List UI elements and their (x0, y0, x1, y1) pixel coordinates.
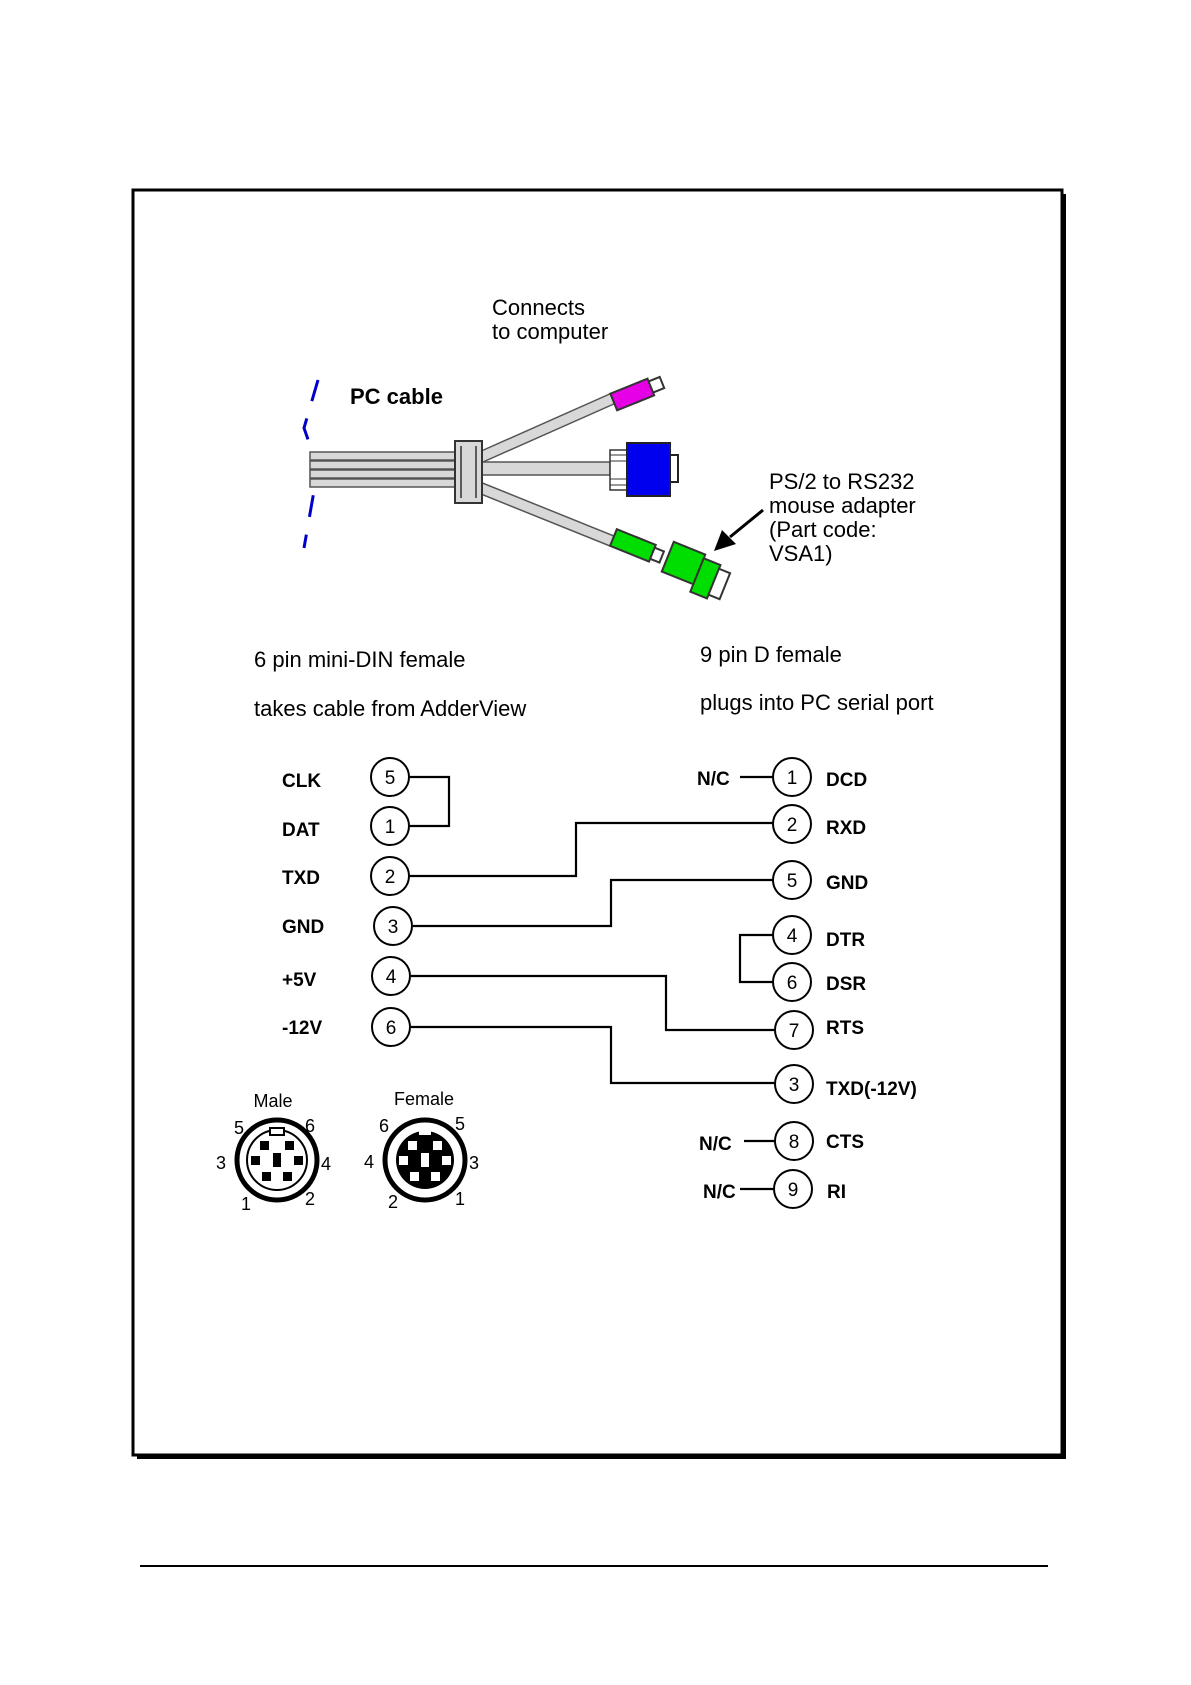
nc-label-pin8: N/C (699, 1134, 732, 1155)
wire-clk-dat-loop (409, 775, 451, 828)
right-pin-circle (774, 1121, 814, 1161)
left-pin-number: 6 (386, 1018, 397, 1039)
blue-vga-plug (609, 442, 679, 497)
cable-clamp (454, 440, 483, 504)
male-pin-number: 3 (216, 1153, 226, 1173)
female-pin-number: 4 (364, 1152, 374, 1172)
male-pin-number: 4 (321, 1154, 331, 1174)
right-pin-label: CTS (826, 1132, 864, 1153)
right-pin-circle (773, 1169, 813, 1209)
connects-label-line1: Connects (492, 295, 585, 320)
female-din-view: Female 6 5 4 3 2 1 (364, 1089, 479, 1212)
ps2-rs232-adapter (660, 540, 732, 601)
right-connector-title: 9 pin D female (700, 642, 842, 667)
left-pin-number: 2 (385, 867, 396, 888)
left-pin-label: CLK (282, 771, 321, 792)
nc-label-pin9: N/C (703, 1182, 736, 1203)
right-pin-number: 1 (787, 768, 798, 789)
right-pin-label: TXD(-12V) (826, 1079, 917, 1100)
wiring (409, 775, 777, 1191)
left-pin-number: 3 (388, 917, 399, 938)
right-pin-label: RXD (826, 818, 866, 839)
main-cable (309, 451, 471, 488)
left-pin-label: GND (282, 917, 324, 938)
right-pin-number: 5 (787, 871, 798, 892)
wire-12v-txd (411, 1025, 777, 1085)
adapter-label-line2: mouse adapter (769, 493, 916, 518)
left-pin-label: TXD (282, 868, 320, 889)
wire-dtr-dsr-loop (738, 933, 773, 984)
left-pin-circle (370, 856, 410, 896)
cable-illustration: Connects to computer PC cable (302, 295, 916, 601)
left-pin-label: +5V (282, 970, 317, 991)
left-pin-number: 1 (385, 817, 396, 838)
left-pin-circle (371, 956, 411, 996)
female-pin-number: 3 (469, 1153, 479, 1173)
right-pin-number: 4 (787, 926, 798, 947)
left-pin-circle (370, 806, 410, 846)
cable-break-line (302, 379, 320, 549)
right-pin-circle (772, 757, 812, 797)
adapter-label-line3: (Part code: (769, 517, 877, 542)
male-pin-number: 6 (305, 1116, 315, 1136)
right-pin-label: RTS (826, 1018, 864, 1039)
female-pin-number: 6 (379, 1116, 389, 1136)
right-pin-number: 7 (789, 1021, 800, 1042)
right-pin-circle (772, 804, 812, 844)
right-connector-subtitle: plugs into PC serial port (700, 690, 934, 715)
male-din-view: Male 5 6 3 4 1 2 (216, 1091, 331, 1214)
adapter-arrow (729, 508, 764, 539)
right-pin-label: DSR (826, 974, 866, 995)
wire-txd-rxd (409, 821, 773, 878)
right-pin-circle (774, 1010, 814, 1050)
left-connector-title: 6 pin mini-DIN female (254, 647, 466, 672)
right-pin-number: 3 (789, 1075, 800, 1096)
adapter-arrowhead (714, 530, 736, 551)
right-pin-circle (772, 962, 812, 1002)
pc-cable-label: PC cable (350, 384, 443, 409)
male-pin-number: 2 (305, 1189, 315, 1209)
left-pin-number: 5 (385, 768, 396, 789)
left-pin-circle (370, 757, 410, 797)
left-pin-label: DAT (282, 820, 320, 841)
wire-5v-rts (411, 974, 775, 1032)
female-pin-number: 5 (455, 1114, 465, 1134)
left-pin-circle (371, 1007, 411, 1047)
right-pin-label: DCD (826, 770, 867, 791)
wire-gnd-gnd (413, 878, 773, 928)
connects-label-line2: to computer (492, 319, 608, 344)
female-pin-number: 2 (388, 1192, 398, 1212)
female-view-title: Female (394, 1089, 454, 1109)
right-pin-number: 8 (789, 1132, 800, 1153)
branch-cable-blue (469, 461, 611, 476)
left-pin-list: CLK 5 DAT 1 TXD 2 GND 3 +5V 4 -12V 6 (282, 757, 413, 1047)
male-pin-number: 5 (234, 1118, 244, 1138)
left-pin-label: -12V (282, 1018, 322, 1039)
right-pin-label: DTR (826, 930, 865, 951)
female-pin-number: 1 (455, 1189, 465, 1209)
right-pin-label: RI (827, 1182, 846, 1203)
left-connector-subtitle: takes cable from AdderView (254, 696, 526, 721)
adapter-label-line4: VSA1) (769, 541, 833, 566)
right-pin-list: N/C 1 DCD 2 RXD 5 GND 4 DTR 6 DSR 7 RTS … (697, 757, 917, 1209)
right-pin-circle (772, 915, 812, 955)
left-pin-number: 4 (386, 967, 397, 988)
pink-ps2-plug (609, 375, 666, 412)
right-pin-number: 9 (788, 1180, 799, 1201)
left-pin-circle (373, 906, 413, 946)
right-pin-label: GND (826, 873, 868, 894)
male-view-title: Male (253, 1091, 292, 1111)
right-pin-circle (774, 1064, 814, 1104)
right-pin-number: 6 (787, 973, 798, 994)
right-pin-circle (772, 860, 812, 900)
right-pin-number: 2 (787, 815, 798, 836)
nc-label-pin1: N/C (697, 769, 730, 790)
green-ps2-plug (608, 527, 666, 564)
adapter-label-line1: PS/2 to RS232 (769, 469, 915, 494)
male-pin-number: 1 (241, 1194, 251, 1214)
